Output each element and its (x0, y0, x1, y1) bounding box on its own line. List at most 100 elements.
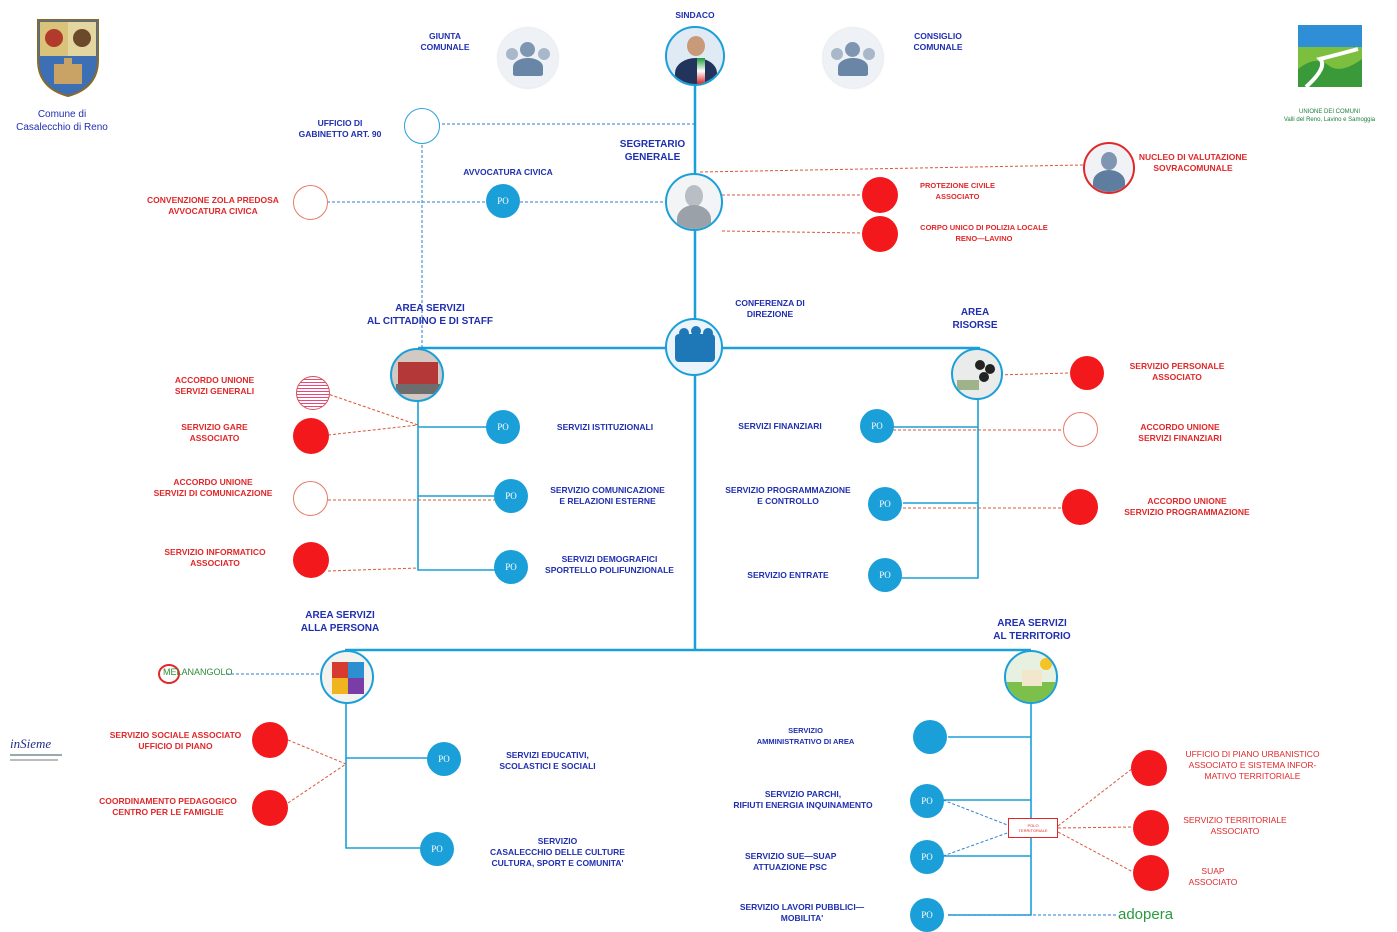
servizio-gare-line1: SERVIZIO GARE (181, 422, 248, 432)
casalecchio-culture-line2: CASALECCHIO DELLE CULTURE (490, 847, 625, 857)
area-risorse-title: AREA RISORSE (935, 306, 1015, 332)
protezione-civile-node[interactable] (862, 177, 898, 213)
accordo-comunicazione-node[interactable] (293, 481, 328, 516)
segretario-avatar[interactable] (665, 173, 723, 231)
consiglio-avatar[interactable] (823, 28, 883, 88)
polo-line1: POLO (1027, 823, 1039, 828)
adopera-text: adopera (1118, 906, 1174, 923)
servizio-parchi-po[interactable]: PO (910, 784, 944, 818)
servizio-programmazione-po[interactable]: PO (868, 487, 902, 521)
sindaco-avatar[interactable] (665, 26, 725, 86)
segretario-label: SEGRETARIO GENERALE (600, 138, 705, 164)
coordinamento-pedagogico-node[interactable] (252, 790, 288, 826)
servizio-lavori-pubblici-po[interactable]: PO (910, 898, 944, 932)
area-risorse-hub[interactable] (951, 348, 1003, 400)
accordo-finanziari-node[interactable] (1063, 412, 1098, 447)
servizio-comunicazione-po[interactable]: PO (494, 479, 528, 513)
nucleo-line1: NUCLEO DI VALUTAZIONE (1138, 152, 1248, 162)
servizi-istituzionali-po[interactable]: PO (486, 410, 520, 444)
giunta-avatar[interactable] (498, 28, 558, 88)
area-cittadino-hub[interactable] (390, 348, 444, 402)
coordinamento-pedagogico-line1: COORDINAMENTO PEDAGOGICO (99, 796, 237, 806)
servizio-informatico-node[interactable] (293, 542, 329, 578)
servizi-finanziari-po[interactable]: PO (860, 409, 894, 443)
casalecchio-culture-label: SERVIZIO CASALECCHIO DELLE CULTURE CULTU… (475, 836, 640, 869)
convenzione-line2: AVVOCATURA CIVICA (168, 206, 258, 216)
servizi-finanziari-label: SERVIZI FINANZIARI (738, 421, 822, 431)
coordinamento-pedagogico-label: COORDINAMENTO PEDAGOGICO CENTRO PER LE F… (83, 796, 253, 818)
sindaco-label: SINDACO (675, 10, 715, 20)
servizio-comunicazione-line2: E RELAZIONI ESTERNE (559, 496, 656, 506)
nucleo-valutazione-avatar[interactable] (1083, 142, 1135, 194)
giunta-label-line1: GIUNTA (429, 31, 461, 41)
servizi-educativi-line2: SCOLASTICI E SOCIALI (499, 761, 596, 771)
servizio-programmazione-line2: E CONTROLLO (757, 496, 819, 506)
suap-associato-line1: SUAP (1201, 866, 1225, 876)
polizia-line1: CORPO UNICO DI POLIZIA LOCALE (920, 223, 1048, 232)
casalecchio-culture-po[interactable]: PO (420, 832, 454, 866)
ufficio-gabinetto-node[interactable] (404, 108, 440, 144)
protezione-line1: PROTEZIONE CIVILE (919, 181, 995, 190)
polizia-label: CORPO UNICO DI POLIZIA LOCALE RENO—LAVIN… (904, 222, 1064, 244)
servizi-educativi-po[interactable]: PO (427, 742, 461, 776)
area-territorio-title-line2: AL TERRITORIO (993, 631, 1071, 642)
area-persona-title-line1: AREA SERVIZI (305, 610, 375, 621)
servizi-demografici-po[interactable]: PO (494, 550, 528, 584)
servizio-parchi-label: SERVIZIO PARCHI, RIFIUTI ENERGIA INQUINA… (718, 789, 888, 811)
ufficio-piano-urbanistico-node[interactable] (1131, 750, 1167, 786)
servizio-sue-line2: ATTUAZIONE PSC (753, 862, 827, 872)
servizio-amministrativo-node[interactable] (913, 720, 947, 754)
servizio-sociale-line1: SERVIZIO SOCIALE ASSOCIATO (109, 730, 242, 740)
servizio-territoriale-label: SERVIZIO TERRITORIALE ASSOCIATO (1175, 815, 1295, 837)
polizia-locale-node[interactable] (862, 216, 898, 252)
melanangolo-text: MELANANGOLO (163, 667, 233, 677)
nucleo-label: NUCLEO DI VALUTAZIONE SOVRACOMUNALE (1138, 152, 1248, 174)
area-persona-hub[interactable] (320, 650, 374, 704)
accordo-servizi-generali-node[interactable] (296, 376, 330, 410)
polizia-line2: RENO—LAVINO (955, 234, 1013, 243)
servizi-demografici-line1: SERVIZI DEMOGRAFICI (561, 554, 658, 564)
accordo-programmazione-label: ACCORDO UNIONE SERVIZIO PROGRAMMAZIONE (1107, 496, 1267, 518)
conferenza-direzione-node[interactable] (665, 318, 723, 376)
area-territorio-hub[interactable] (1004, 650, 1058, 704)
conferenza-label: CONFERENZA DI DIREZIONE (720, 298, 820, 320)
adopera-logo: adopera (1116, 904, 1186, 928)
servizio-comunicazione-line1: SERVIZIO COMUNICAZIONE (550, 485, 665, 495)
servizio-territoriale-node[interactable] (1133, 810, 1169, 846)
consiglio-label: CONSIGLIO COMUNALE (898, 31, 978, 53)
area-territorio-title: AREA SERVIZI AL TERRITORIO (972, 617, 1092, 643)
unione-name-line2: Valli del Reno, Lavino e Samoggia (1283, 117, 1376, 123)
servizio-sociale-node[interactable] (252, 722, 288, 758)
servizio-parchi-line1: SERVIZIO PARCHI, (764, 789, 842, 799)
servizio-lavori-pubblici-label: SERVIZIO LAVORI PUBBLICI— MOBILITA' (722, 902, 882, 924)
suap-associato-line2: ASSOCIATO (1188, 877, 1238, 887)
servizio-gare-node[interactable] (293, 418, 329, 454)
ufficio-gabinetto-line1: UFFICIO DI (317, 118, 363, 128)
servizi-demografici-label: SERVIZI DEMOGRAFICI SPORTELLO POLIFUNZIO… (532, 554, 687, 576)
avvocatura-po-node[interactable]: PO (486, 184, 520, 218)
accordo-comunicazione-line2: SERVIZI DI COMUNICAZIONE (153, 488, 273, 498)
ufficio-piano-urbanistico-label: UFFICIO DI PIANO URBANISTICO ASSOCIATO E… (1175, 749, 1330, 782)
polo-territoriale-box[interactable]: POLO TERRITORIALE (1008, 818, 1058, 838)
nucleo-line2: SOVRACOMUNALE (1153, 163, 1233, 173)
melanangolo-logo: MELANANGOLO (155, 662, 233, 686)
servizio-sue-po[interactable]: PO (910, 840, 944, 874)
servizio-personale-node[interactable] (1070, 356, 1104, 390)
convenzione-node[interactable] (293, 185, 328, 220)
conferenza-line2: DIREZIONE (746, 309, 794, 319)
conferenza-line1: CONFERENZA DI (735, 298, 805, 308)
comune-crest-logo (34, 16, 102, 98)
area-persona-title-line2: ALLA PERSONA (300, 623, 380, 634)
consiglio-label-line1: CONSIGLIO (914, 31, 962, 41)
servizio-programmazione-label: SERVIZIO PROGRAMMAZIONE E CONTROLLO (708, 485, 868, 507)
accordo-programmazione-node[interactable] (1062, 489, 1098, 525)
servizio-entrate-po[interactable]: PO (868, 558, 902, 592)
unione-name-line1: UNIONE DEI COMUNI (1298, 109, 1360, 115)
servizio-informatico-line1: SERVIZIO INFORMATICO (164, 547, 266, 557)
comune-name: Comune di Casalecchio di Reno (2, 108, 122, 134)
suap-associato-node[interactable] (1133, 855, 1169, 891)
convenzione-label: CONVENZIONE ZOLA PREDOSA AVVOCATURA CIVI… (118, 195, 308, 217)
area-territorio-title-line1: AREA SERVIZI (997, 618, 1067, 629)
accordo-servizi-generali-line2: SERVIZI GENERALI (174, 386, 255, 396)
